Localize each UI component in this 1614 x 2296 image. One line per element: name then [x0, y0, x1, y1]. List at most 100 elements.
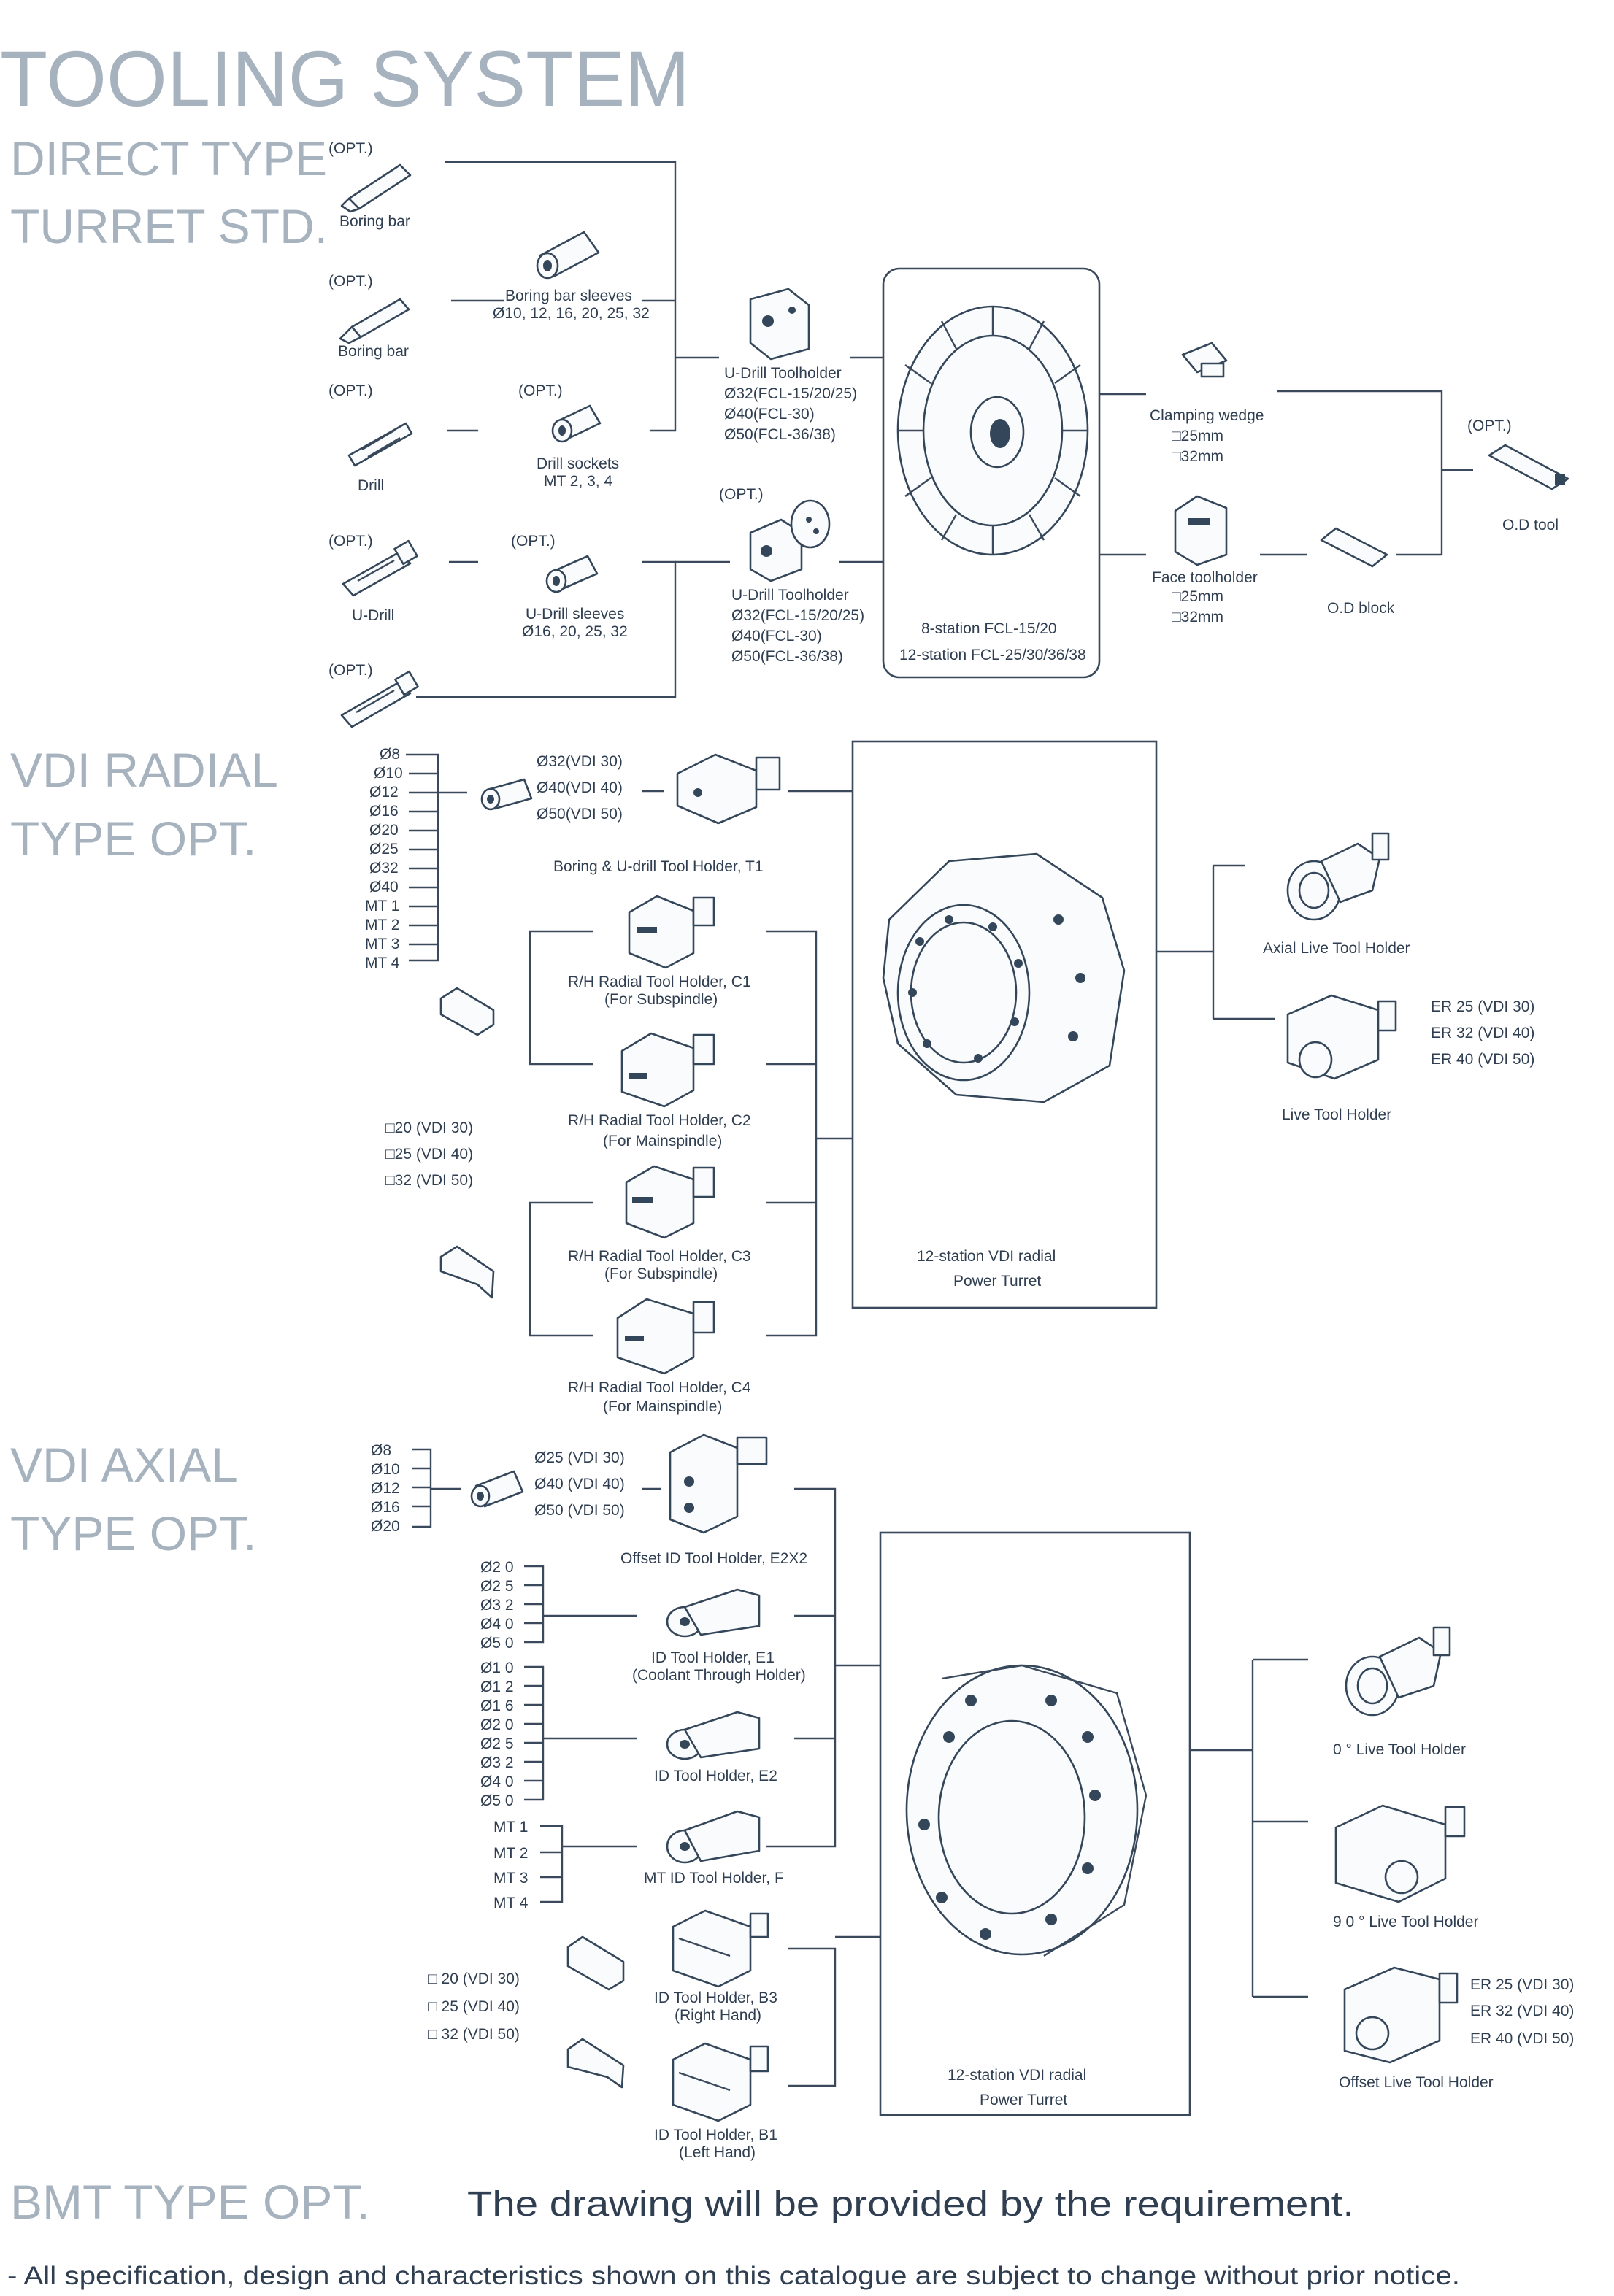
- square-tool-icon: [439, 987, 495, 1036]
- boring-bar-label: Boring bar: [338, 343, 409, 360]
- boring-bar-sleeves-sizes: Ø10, 12, 16, 20, 25, 32: [493, 305, 650, 322]
- clamping-wedge-size: □25mm: [1172, 428, 1223, 444]
- square-tool-icon: [566, 2038, 625, 2089]
- opt-label: (OPT.): [328, 662, 373, 679]
- diameter-item: Ø16: [371, 1499, 400, 1516]
- boring-bar-icon: [340, 163, 412, 213]
- radial-square-size: □25 (VDI 40): [385, 1146, 473, 1163]
- diameter-item: Ø40: [369, 879, 399, 895]
- boring-bar-sleeves-label: Boring bar sleeves: [505, 288, 632, 304]
- offset-id-holder-e2x2-icon: [669, 1433, 768, 1534]
- diameter-item: Ø8: [380, 746, 400, 763]
- c1-sub: (For Subspindle): [604, 991, 718, 1008]
- u-drill-toolholder-label: U-Drill Toolholder: [724, 365, 842, 382]
- u-drill-label: U-Drill: [352, 607, 394, 624]
- clamping-wedge-icon: [1181, 342, 1228, 378]
- boring-u-drill-holder-t1-icon: [676, 753, 781, 825]
- opt-label: (OPT.): [719, 486, 764, 503]
- axial-er-size: ER 40 (VDI 50): [1470, 2030, 1574, 2047]
- od-block-label: O.D block: [1327, 600, 1395, 617]
- section-direct-line2: TURRET STD.: [10, 199, 328, 253]
- vdi-axial-section: Ø8 Ø10 Ø12 Ø16 Ø20 Ø25 (VDI 30) Ø40 (VDI…: [371, 1433, 1574, 2161]
- mt-item: MT 3: [493, 1870, 528, 1887]
- radial-turret-label: Power Turret: [953, 1273, 1041, 1290]
- radial-er-size: ER 32 (VDI 40): [1431, 1025, 1534, 1041]
- radial-square-size: □32 (VDI 50): [385, 1172, 473, 1189]
- opt-label: (OPT.): [518, 382, 563, 399]
- diameter-item: Ø8: [371, 1442, 391, 1459]
- u-drill-toolholder-size: Ø40(FCL-30): [724, 406, 815, 423]
- square-tool-icon: [566, 1935, 625, 1991]
- radial-turret-box: [851, 740, 1158, 1309]
- mt-item: MT 1: [493, 1819, 528, 1835]
- radial-bore-size: Ø32(VDI 30): [537, 753, 623, 770]
- u-drill-toolholder-icon: [749, 288, 810, 361]
- diameter-item: Ø10: [371, 1461, 400, 1478]
- u-drill-toolholder-size: Ø50(FCL-36/38): [724, 426, 836, 443]
- diameter-item: Ø16: [369, 803, 399, 820]
- axial-square-size: □ 32 (VDI 50): [428, 2026, 520, 2043]
- direct-turret-box: [882, 267, 1101, 679]
- c4-sub: (For Mainspindle): [603, 1398, 722, 1415]
- axial-live-label: Axial Live Tool Holder: [1263, 940, 1410, 957]
- radial-diameter-list: Ø8 Ø10 Ø12 Ø16 Ø20 Ø25 Ø32 Ø40 MT 1 MT 2…: [365, 746, 403, 971]
- bmt-note: The drawing will be provided by the requ…: [467, 2185, 1354, 2224]
- b3-sub: (Right Hand): [675, 2007, 761, 2024]
- t1-label: Boring & U-drill Tool Holder, T1: [553, 858, 764, 875]
- axial-bore-size: Ø25 (VDI 30): [534, 1449, 625, 1466]
- axial-square-size: □ 25 (VDI 40): [428, 1998, 520, 2015]
- u-drill-toolholder-size: Ø32(FCL-15/20/25): [731, 607, 864, 624]
- zero-degree-live-label: 0 ° Live Tool Holder: [1333, 1741, 1466, 1758]
- e2-label: ID Tool Holder, E2: [654, 1768, 777, 1784]
- footer-disclaimer: - All specification, design and characte…: [7, 2262, 1460, 2290]
- diameter-item: Ø2 0: [480, 1717, 514, 1733]
- od-block-icon: [1320, 527, 1388, 568]
- direct-turret-label: 12-station FCL-25/30/36/38: [899, 647, 1086, 663]
- drill-label: Drill: [358, 477, 384, 494]
- c2-sub: (For Mainspindle): [603, 1133, 722, 1149]
- id-holder-e2-icon: [666, 1711, 761, 1760]
- c4-holder-icon: [616, 1298, 715, 1375]
- opt-label: (OPT.): [328, 533, 373, 550]
- u-drill-toolholder-size: Ø50(FCL-36/38): [731, 648, 843, 665]
- axial-turret-box: [879, 1531, 1191, 2116]
- offset-live-label: Offset Live Tool Holder: [1339, 2074, 1494, 2091]
- u-drill-icon: [342, 539, 418, 597]
- vdi-axial-turret-icon: [905, 1664, 1148, 1957]
- face-toolholder-size: □32mm: [1172, 609, 1223, 625]
- zero-degree-live-holder-icon: [1345, 1626, 1451, 1717]
- fcl-turret-disc-icon: [896, 305, 1089, 556]
- section-radial-line1: VDI RADIAL: [10, 743, 278, 797]
- mt-item: MT 2: [493, 1845, 528, 1862]
- u-drill-toolholder-icon: [749, 499, 831, 582]
- diameter-item: MT 4: [365, 955, 400, 971]
- diameter-item: MT 2: [365, 917, 399, 933]
- vdi-radial-turret-icon: [882, 852, 1126, 1103]
- radial-turret-label: 12-station VDI radial: [917, 1248, 1056, 1265]
- ninety-degree-live-holder-icon: [1334, 1804, 1466, 1903]
- mt-id-holder-f-icon: [666, 1810, 761, 1864]
- id-holder-e1-icon: [666, 1588, 761, 1638]
- f-label: MT ID Tool Holder, F: [644, 1870, 784, 1887]
- vdi-radial-section: Ø8 Ø10 Ø12 Ø16 Ø20 Ø25 Ø32 Ø40 MT 1 MT 2…: [365, 740, 1534, 1415]
- face-toolholder-size: □25mm: [1172, 588, 1223, 605]
- c2-label: R/H Radial Tool Holder, C2: [568, 1112, 751, 1129]
- clamping-wedge-label: Clamping wedge: [1150, 407, 1264, 424]
- diameter-item: Ø12: [369, 784, 399, 801]
- direct-turret-label: 8-station FCL-15/20: [921, 620, 1057, 637]
- drill-socket-icon: [551, 404, 602, 443]
- diameter-item: Ø12: [371, 1480, 400, 1497]
- diameter-item: Ø10: [374, 765, 403, 782]
- id-holder-b3-icon: [672, 1909, 769, 1988]
- diameter-item: Ø3 2: [480, 1597, 514, 1614]
- axial-turret-label: Power Turret: [980, 2092, 1067, 2108]
- live-tool-holder-icon: [1286, 994, 1397, 1080]
- boring-bar-icon: [339, 298, 410, 344]
- diameter-item: Ø32: [369, 860, 399, 877]
- section-direct-line1: DIRECT TYPE: [10, 131, 327, 185]
- axial-bore-size: Ø40 (VDI 40): [534, 1476, 625, 1492]
- opt-label: (OPT.): [1467, 417, 1512, 434]
- diameter-item: Ø2 5: [480, 1736, 514, 1752]
- axial-diameter-top: Ø8 Ø10 Ø12 Ø16 Ø20: [371, 1442, 400, 1535]
- c1-label: R/H Radial Tool Holder, C1: [568, 974, 751, 990]
